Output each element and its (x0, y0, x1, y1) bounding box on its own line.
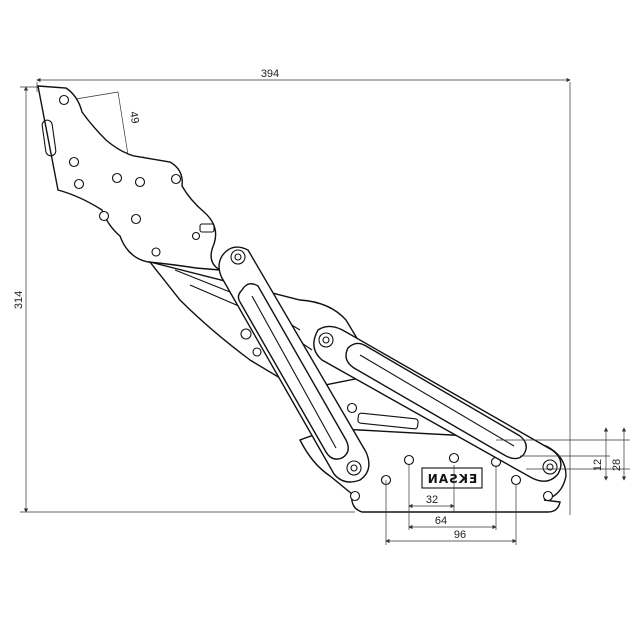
long-arm (313, 325, 562, 482)
right-offset-dimensions: 12 28 (496, 427, 630, 481)
top-mounting-plate (37, 85, 221, 271)
hole-spacing-dimensions: 32 64 96 (385, 465, 517, 545)
overall-width-label: 394 (261, 68, 279, 80)
short-arm (218, 246, 370, 483)
right-offset-b-label: 28 (611, 459, 623, 471)
overall-height-dimension: 314 (13, 86, 355, 513)
hole-spacing-3-label: 96 (454, 529, 466, 541)
brand-label: EKSAN (427, 472, 477, 486)
overall-width-dimension: 394 (36, 68, 571, 515)
right-offset-a-label: 12 (592, 459, 604, 471)
overall-height-label: 314 (13, 291, 25, 309)
brand-plate: EKSAN (421, 467, 483, 489)
top-angle-a-label: 49 (127, 110, 141, 124)
hole-spacing-2-label: 64 (435, 515, 447, 527)
hole-spacing-1-label: 32 (426, 494, 438, 506)
